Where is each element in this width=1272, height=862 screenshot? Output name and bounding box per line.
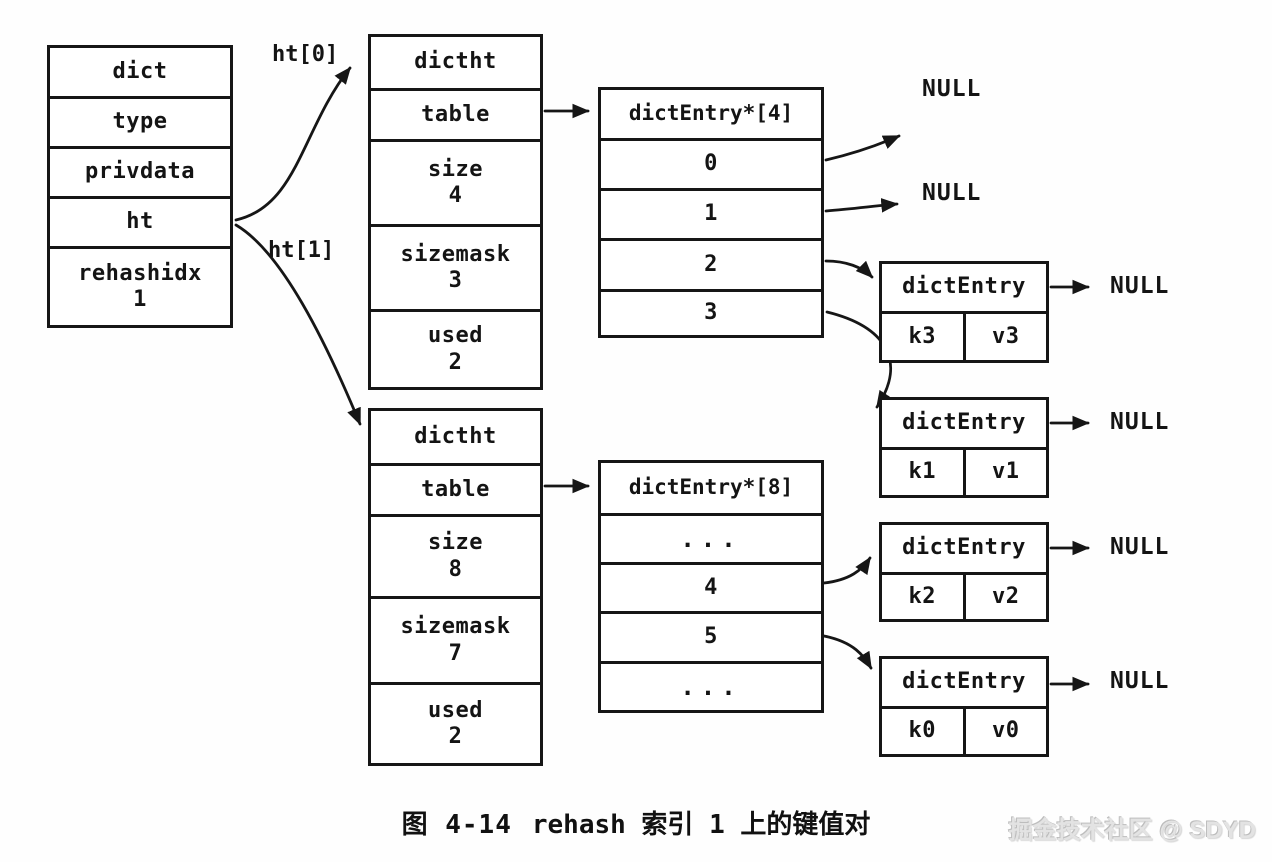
dictentry-header: dictEntry [902, 410, 1026, 436]
dict-field-ht: ht [50, 196, 230, 246]
bucket-slot-5: 5 [601, 611, 821, 661]
bucket-array-4-header: dictEntry*[4] [628, 101, 794, 126]
dictht1-box: dictht table size 8 sizemask 7 used 2 [368, 408, 543, 766]
bucket-array-8-box: dictEntry*[8] ... 4 5 ... [598, 460, 824, 713]
arrow-slot4-to-entry-k2 [822, 556, 872, 585]
arrow-slot1-to-null [824, 198, 899, 213]
null-label-k2-next: NULL [1110, 534, 1170, 560]
null-label-k3-next: NULL [1110, 273, 1170, 299]
dictht1-table-cell: table [371, 463, 540, 514]
dictentry-kv-row: k3 v3 [882, 311, 1046, 360]
dictentry-kv-row: k1 v1 [882, 447, 1046, 495]
bucket-slot-3: 3 [601, 289, 821, 335]
used-label: used [428, 697, 483, 723]
dictentry-header: dictEntry [902, 535, 1026, 561]
dictentry-kv-row: k0 v0 [882, 706, 1046, 754]
bucket-slot-0: 0 [601, 138, 821, 188]
figure-title: rehash 索引 1 上的键值对 [531, 810, 871, 840]
figure-caption: 图 4-14 rehash 索引 1 上的键值对 [0, 804, 1272, 841]
used-label: used [428, 323, 483, 349]
key-cell: k2 [908, 583, 936, 609]
value-cell: v2 [962, 575, 1047, 619]
null-label-k0-next: NULL [1110, 668, 1170, 694]
sizemask-label: sizemask [400, 614, 511, 640]
ht1-pointer-label: ht[1] [268, 238, 335, 263]
dict-field-rehashidx: rehashidx 1 [50, 246, 230, 325]
dictht1-size-cell: size 8 [371, 514, 540, 596]
dictht1-used-cell: used 2 [371, 682, 540, 763]
bucket-slot-4: 4 [601, 562, 821, 611]
dict-field-privdata: privdata [50, 146, 230, 196]
key-cell: k1 [908, 459, 936, 485]
null-label-k1-next: NULL [1110, 409, 1170, 435]
value-cell: v1 [962, 450, 1047, 495]
arrow-slot5-to-entry-k0 [822, 634, 873, 670]
key-cell: k3 [908, 323, 936, 349]
bucket-slot-1: 1 [601, 188, 821, 238]
dictht1-header-cell: dictht [414, 423, 497, 449]
bucket-slot-2: 2 [601, 238, 821, 289]
size-label: size [428, 530, 483, 556]
null-label-slot1: NULL [922, 180, 982, 206]
rehashidx-label: rehashidx [78, 260, 202, 286]
figure-number: 图 4-14 [401, 810, 512, 840]
bucket-array-8-header: dictEntry*[8] [628, 475, 794, 500]
bucket-array-4-box: dictEntry*[4] 0 1 2 3 [598, 87, 824, 338]
null-label-slot0: NULL [922, 76, 982, 102]
dictht1-sizemask-cell: sizemask 7 [371, 596, 540, 682]
used-value: 2 [448, 724, 463, 749]
dictentry-header: dictEntry [902, 274, 1026, 300]
dict-field-type: type [50, 96, 230, 146]
dictentry-k3-box: dictEntry k3 v3 [879, 261, 1049, 363]
size-label: size [428, 156, 483, 182]
arrow-ht-to-ht1 [234, 223, 362, 426]
dictentry-k1-box: dictEntry k1 v1 [879, 397, 1049, 498]
dictht0-table-cell: table [371, 88, 540, 139]
value-cell: v3 [962, 314, 1047, 360]
dictht0-header-cell: dictht [414, 49, 497, 75]
bucket-slot-ellipsis-bottom: ... [601, 661, 821, 710]
value-cell: v0 [962, 709, 1047, 754]
key-cell: k0 [908, 718, 936, 744]
dictht0-size-cell: size 4 [371, 139, 540, 224]
watermark-text: 掘金技术社区 @ SDYD [1008, 817, 1256, 844]
dictentry-header: dictEntry [902, 669, 1026, 695]
dictht0-box: dictht table size 4 sizemask 3 used 2 [368, 34, 543, 390]
used-value: 2 [448, 349, 463, 375]
sizemask-value: 3 [448, 268, 463, 293]
rehashidx-value: 1 [133, 287, 147, 312]
dict-header-cell: dict [112, 58, 168, 84]
size-value: 8 [448, 556, 463, 582]
dictentry-kv-row: k2 v2 [882, 572, 1046, 619]
sizemask-label: sizemask [400, 241, 511, 267]
dictentry-k0-box: dictEntry k0 v0 [879, 656, 1049, 757]
arrow-slot2-to-entry-k3 [824, 259, 874, 279]
arrow-ht-to-ht0 [234, 66, 352, 222]
bucket-slot-ellipsis-top: ... [601, 513, 821, 562]
dictht0-sizemask-cell: sizemask 3 [371, 224, 540, 309]
ht0-pointer-label: ht[0] [272, 42, 339, 67]
dict-struct-box: dict type privdata ht rehashidx 1 [47, 45, 233, 328]
size-value: 4 [448, 183, 463, 208]
arrow-slot0-to-null [824, 134, 901, 162]
dictht0-used-cell: used 2 [371, 309, 540, 387]
sizemask-value: 7 [448, 640, 463, 666]
dictentry-k2-box: dictEntry k2 v2 [879, 522, 1049, 622]
